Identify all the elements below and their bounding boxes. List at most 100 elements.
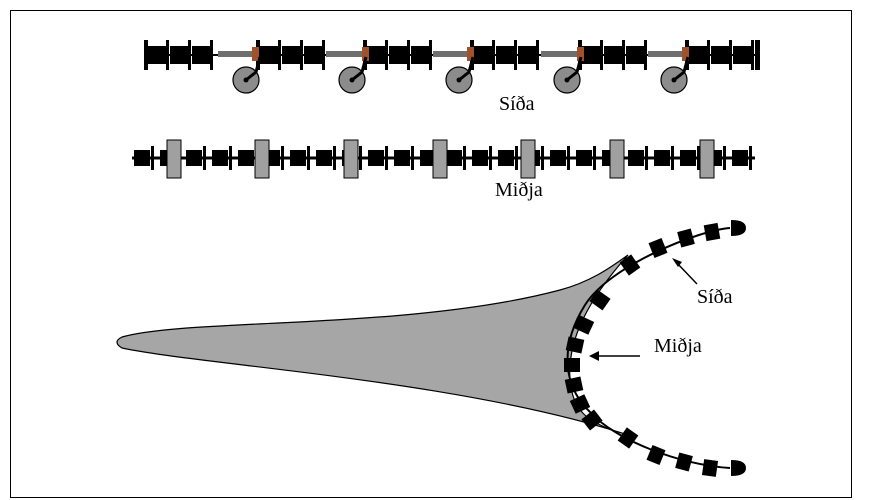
rod bbox=[433, 51, 472, 57]
footrope-block bbox=[589, 289, 611, 311]
footrope-block bbox=[675, 452, 693, 472]
chain-block bbox=[148, 46, 166, 64]
wheel-hub bbox=[349, 77, 355, 83]
wheel-hub bbox=[456, 77, 462, 83]
chain-end-cap bbox=[755, 40, 760, 70]
top-chain-wheels bbox=[232, 56, 690, 94]
footrope-block bbox=[648, 237, 668, 259]
orange-link bbox=[252, 47, 259, 61]
chain-block bbox=[367, 46, 385, 64]
chain-separator bbox=[645, 146, 648, 170]
footrope-blocks bbox=[564, 222, 721, 477]
chain-separator bbox=[644, 40, 647, 70]
chain-separator bbox=[322, 40, 325, 70]
chain-block bbox=[170, 46, 188, 64]
chain-block bbox=[192, 46, 210, 64]
chain-block bbox=[394, 150, 410, 166]
top-chain bbox=[144, 40, 760, 94]
chain-separator bbox=[229, 146, 232, 170]
chain-block bbox=[518, 46, 536, 64]
chain-block bbox=[582, 46, 600, 64]
chain-block bbox=[389, 46, 407, 64]
chain-separator bbox=[622, 40, 625, 70]
chain-block bbox=[304, 46, 322, 64]
chain-block bbox=[498, 150, 514, 166]
chain-block bbox=[290, 150, 306, 166]
chain-separator bbox=[463, 146, 466, 170]
chain-separator bbox=[385, 146, 388, 170]
chain-end-cap bbox=[144, 40, 148, 70]
footrope-block bbox=[564, 376, 584, 394]
chain-separator bbox=[593, 146, 596, 170]
wheel-arm bbox=[673, 56, 690, 82]
chain-block bbox=[282, 46, 300, 64]
chain-block bbox=[446, 150, 462, 166]
chain-block bbox=[134, 150, 150, 166]
rod bbox=[648, 51, 687, 57]
chain-separator bbox=[671, 146, 674, 170]
chain-separator bbox=[385, 40, 388, 70]
footrope-block bbox=[573, 315, 595, 335]
wheel-hub bbox=[243, 77, 249, 83]
chain-separator bbox=[411, 146, 414, 170]
chain-block bbox=[680, 150, 696, 166]
chain-block bbox=[689, 46, 707, 64]
arrow-midja bbox=[589, 351, 640, 361]
chain-separator bbox=[489, 146, 492, 170]
chain-separator bbox=[278, 40, 281, 70]
bobbin bbox=[520, 139, 536, 179]
chain-block bbox=[732, 150, 748, 166]
chain-block bbox=[604, 46, 622, 64]
chain-separator bbox=[536, 40, 539, 70]
chain-separator bbox=[729, 40, 732, 70]
bobbin bbox=[699, 139, 715, 179]
chain-separator bbox=[541, 146, 544, 170]
chain-block bbox=[411, 46, 429, 64]
bobbin bbox=[343, 139, 359, 179]
footrope-block bbox=[565, 336, 585, 354]
bobbin bbox=[432, 139, 448, 179]
diagram-frame bbox=[10, 10, 852, 498]
middle-chain-label: Miðja bbox=[495, 179, 543, 201]
chain-separator bbox=[307, 146, 310, 170]
chain-block bbox=[186, 150, 202, 166]
chain-separator bbox=[697, 146, 700, 170]
chain-separator bbox=[600, 40, 603, 70]
bobbin bbox=[254, 139, 270, 179]
arrow-midja-label: Miðja bbox=[654, 335, 702, 357]
footrope-block bbox=[677, 228, 695, 248]
wheel-arm bbox=[351, 56, 368, 82]
wheel-arm bbox=[245, 56, 262, 82]
chain-block bbox=[654, 150, 670, 166]
footrope-block bbox=[703, 222, 721, 242]
chain-block bbox=[238, 150, 254, 166]
middle-chain-bobbins bbox=[166, 139, 715, 179]
chain-separator bbox=[203, 146, 206, 170]
footrope-block bbox=[619, 254, 641, 276]
footrope-block bbox=[581, 409, 603, 431]
chain-block bbox=[260, 46, 278, 64]
chain-block bbox=[550, 150, 566, 166]
chain-block bbox=[472, 150, 488, 166]
chain-block bbox=[316, 150, 332, 166]
chain-block bbox=[576, 150, 592, 166]
wheel-hub bbox=[671, 77, 677, 83]
chain-separator bbox=[492, 40, 495, 70]
chain-block bbox=[711, 46, 729, 64]
footrope-block bbox=[569, 394, 591, 414]
wing-end-top bbox=[731, 220, 746, 236]
wheel-arm bbox=[566, 56, 583, 82]
orange-link bbox=[577, 47, 584, 61]
chain-separator bbox=[723, 146, 726, 170]
top-chain-blocks bbox=[144, 40, 760, 70]
arrow-sida bbox=[672, 258, 698, 285]
chain-separator bbox=[707, 40, 710, 70]
chain-separator bbox=[151, 146, 154, 170]
chain-block bbox=[733, 46, 751, 64]
footrope-block bbox=[646, 444, 666, 466]
chain-separator bbox=[300, 40, 303, 70]
bobbin bbox=[166, 139, 182, 179]
chain-separator bbox=[188, 40, 191, 70]
chain-separator bbox=[281, 146, 284, 170]
